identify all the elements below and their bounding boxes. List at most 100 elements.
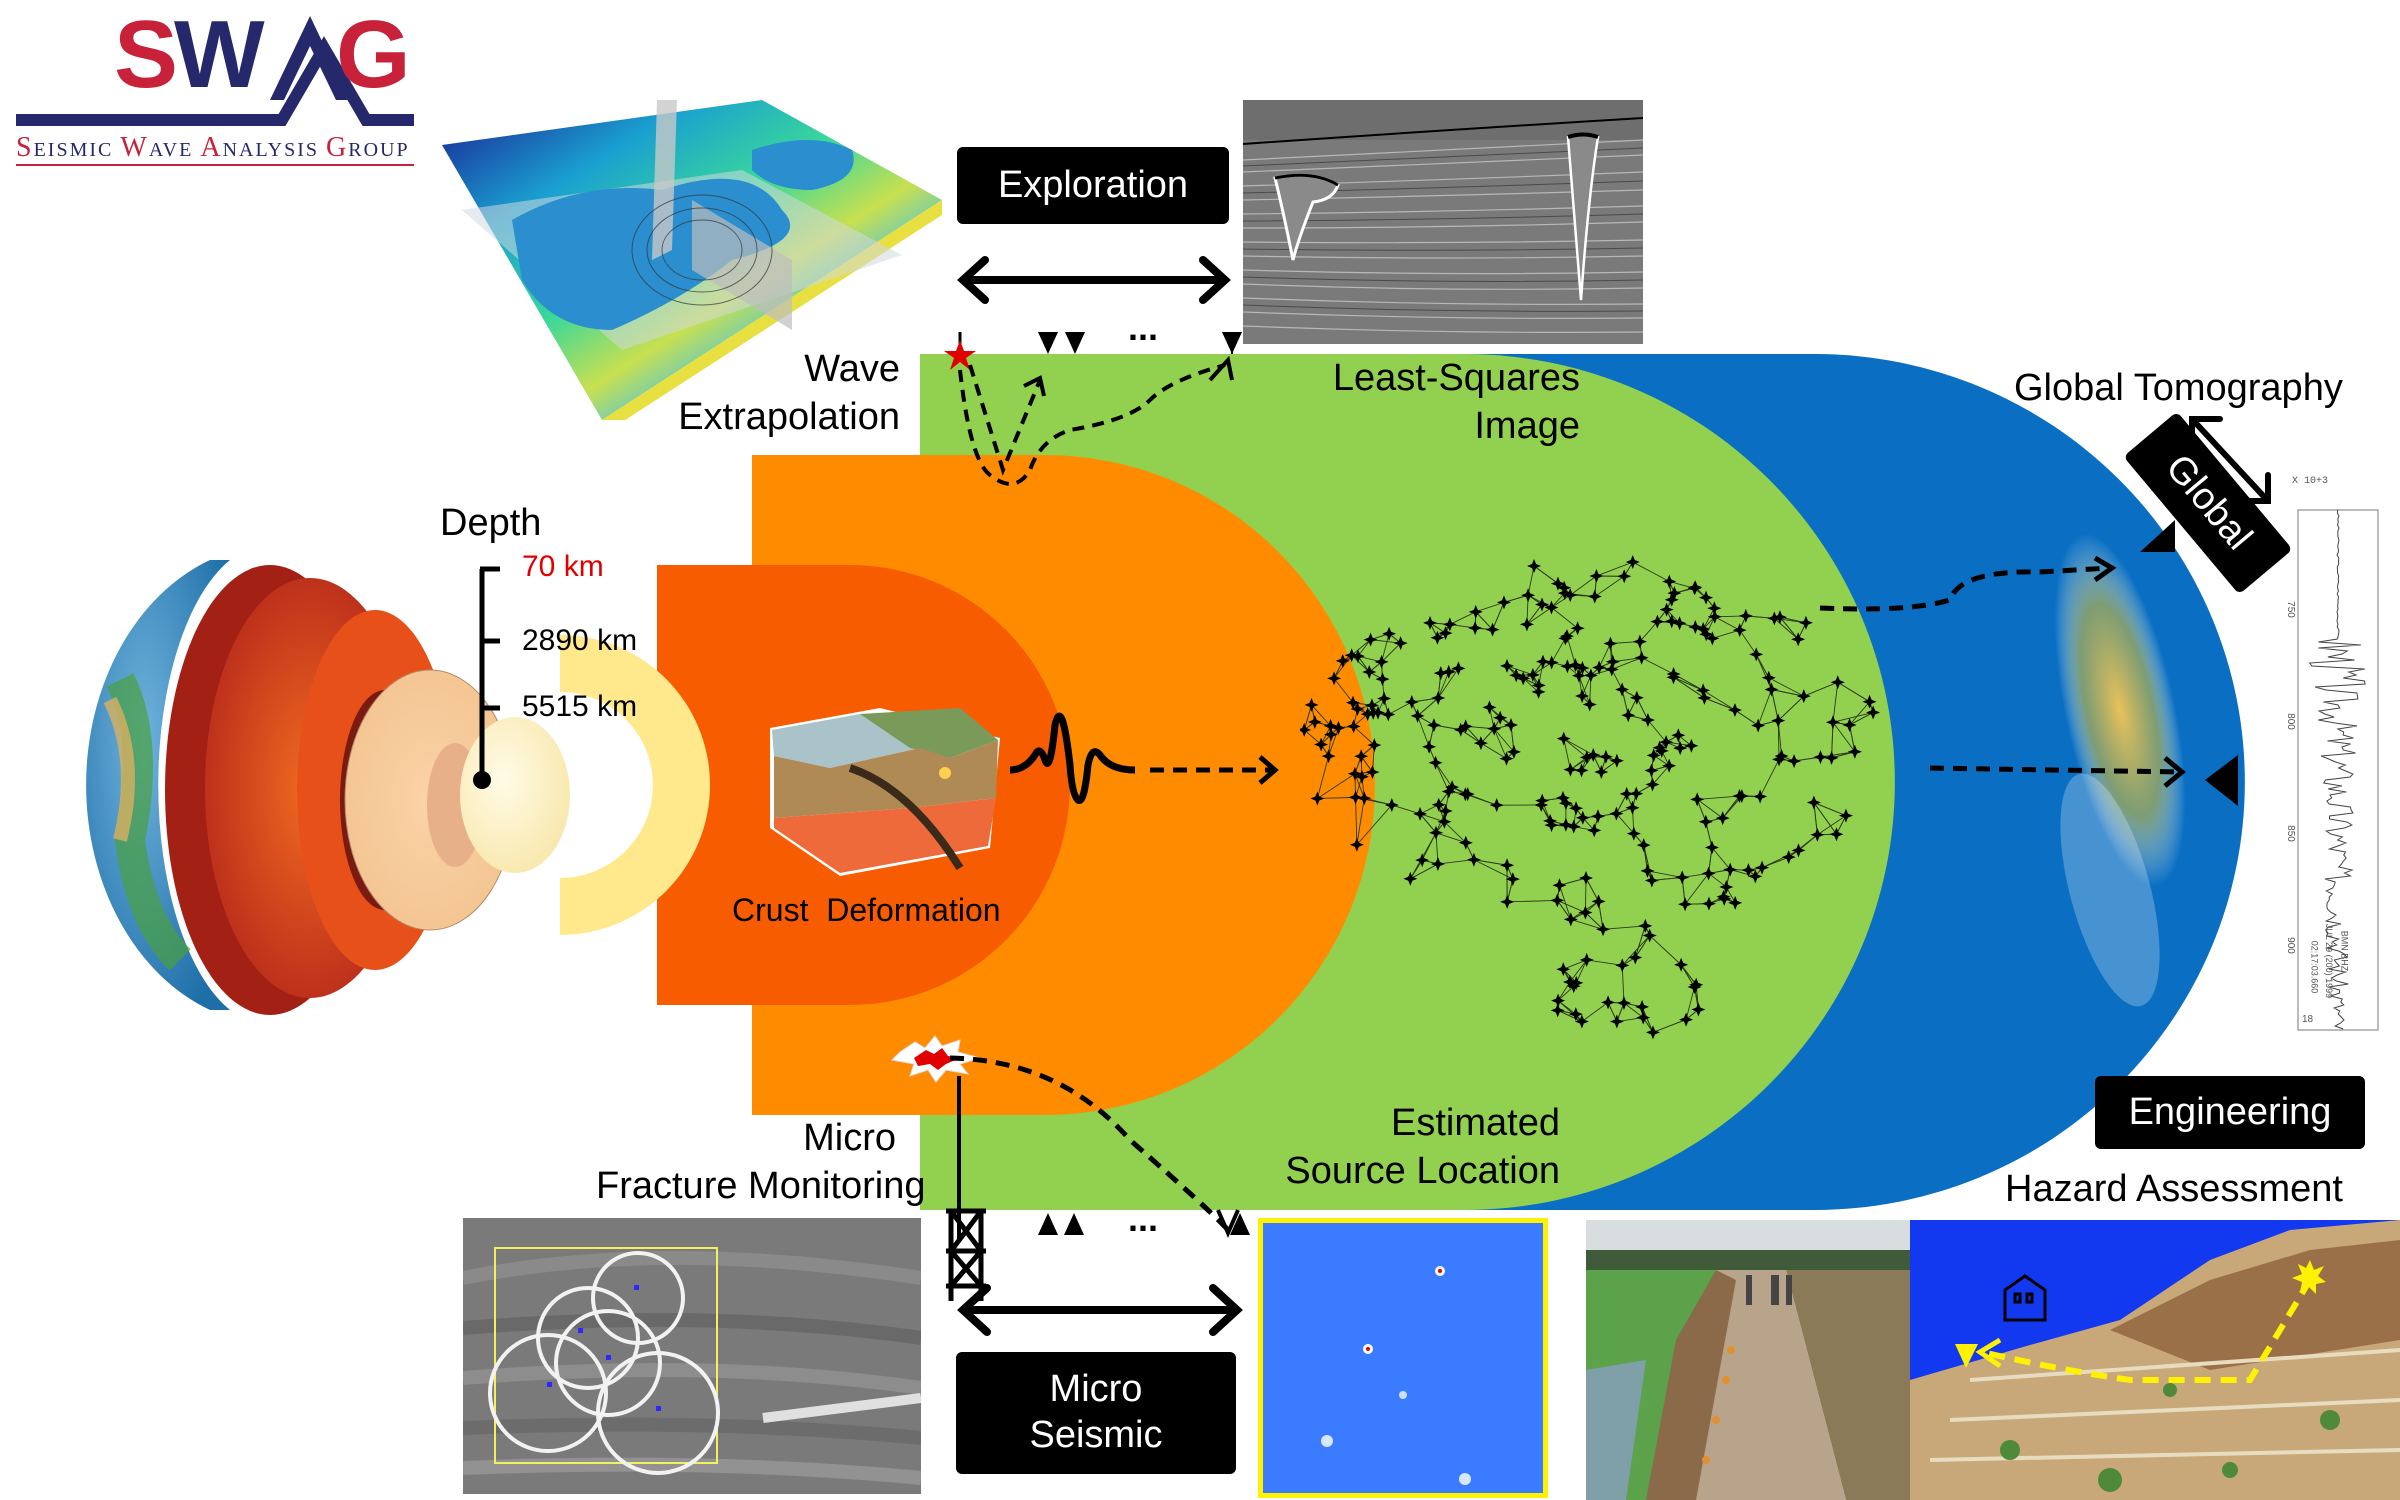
brain-node: [1716, 889, 1731, 904]
brain-node: [1678, 897, 1693, 912]
earth-inner-core: [460, 717, 570, 873]
brain-node: [1354, 749, 1369, 764]
brain-node: [1535, 654, 1550, 669]
subtitle-word-seismic: SEISMIC: [16, 132, 114, 163]
brain-node: [1772, 752, 1787, 767]
brain-node: [1675, 870, 1690, 885]
hazard-cliff-photo: [1910, 1220, 2400, 1500]
brain-node: [1787, 754, 1802, 769]
brain-node: [1487, 721, 1502, 736]
brain-node: [1300, 722, 1312, 737]
brain-node: [1535, 793, 1550, 808]
borehole-tower-icon: [946, 1208, 986, 1301]
hazard-receiver-icon: [1955, 1344, 1978, 1368]
brain-node: [1451, 661, 1466, 676]
brain-node: [1485, 622, 1500, 637]
brain-node: [1596, 922, 1611, 937]
brain-node: [1615, 682, 1630, 697]
brain-node: [1629, 690, 1644, 705]
brain-node: [1570, 621, 1585, 636]
brain-node: [1738, 608, 1753, 623]
brain-node: [1645, 1025, 1660, 1040]
least-squares-line1: Least-Squares: [1332, 357, 1580, 399]
brain-node: [1500, 894, 1515, 909]
seismogram-time: 02:17:03.660: [2309, 940, 2320, 994]
brain-node: [1749, 647, 1764, 662]
wave-extrapolation-line2: Extrapolation: [678, 395, 900, 438]
brain-node: [1431, 797, 1446, 812]
brain-node: [1509, 668, 1524, 683]
brain-node: [1609, 1014, 1624, 1029]
brain-node: [1555, 790, 1570, 805]
subtitle-word-group: GROUP: [326, 132, 410, 163]
brain-node: [1619, 786, 1634, 801]
brain-node: [1719, 879, 1734, 894]
micro-fracture-line2: Fracture Monitoring: [596, 1164, 926, 1207]
seismogram-tick-900: 900: [2284, 937, 2296, 954]
brain-node: [1701, 866, 1716, 881]
brain-node: [1438, 803, 1453, 818]
logo-letter-w: W: [174, 1, 265, 108]
brain-node: [1842, 717, 1857, 732]
brain-node: [1568, 657, 1583, 672]
global-raypaths: [1819, 555, 2186, 788]
brain-node: [1679, 1012, 1694, 1027]
brain-node: [1551, 993, 1566, 1008]
brain-node: [1748, 869, 1763, 884]
brain-node: [1362, 664, 1377, 679]
brain-node: [1550, 1003, 1565, 1018]
brain-node: [1453, 722, 1468, 737]
brain-node: [1384, 797, 1399, 812]
seismogram-trace: [2297, 509, 2379, 1031]
brain-node: [1644, 873, 1659, 888]
brain-node: [1438, 626, 1453, 641]
brain-node: [1583, 668, 1598, 683]
global-receiver-upper-icon: [2140, 520, 2175, 552]
seismogram-scale-label: X 10+3: [2292, 476, 2329, 487]
brain-node: [1688, 620, 1703, 635]
brain-node: [1370, 705, 1385, 720]
depth-tick-70km: 70 km: [522, 550, 604, 583]
receiver-icon: [1064, 1213, 1084, 1235]
brain-node: [1774, 749, 1789, 764]
brain-node: [1578, 905, 1593, 920]
brain-node: [1568, 1007, 1583, 1022]
brain-node: [1697, 690, 1712, 705]
brain-node: [1505, 872, 1520, 887]
brain-node: [1791, 843, 1806, 858]
brain-node: [1628, 950, 1643, 965]
brain-node: [1645, 777, 1660, 792]
brain-node: [1375, 672, 1390, 687]
brain-node: [1847, 744, 1862, 759]
seismogram-tick-850: 850: [2284, 825, 2296, 842]
brain-node: [1640, 863, 1655, 878]
brain-node: [1558, 631, 1573, 646]
brain-node: [1426, 718, 1441, 733]
brain-node: [1519, 617, 1534, 632]
brain-node: [1589, 569, 1604, 584]
brain-node: [1527, 558, 1542, 573]
neural-network-brain: [1300, 555, 1881, 1040]
brain-node: [1430, 630, 1445, 645]
seismogram-tick-750: 750: [2284, 601, 2296, 618]
brain-node: [1764, 682, 1779, 697]
brain-node: [1489, 798, 1504, 813]
brain-node: [1348, 790, 1363, 805]
depth-scale-bar: [473, 566, 500, 789]
brain-node: [1664, 614, 1679, 629]
brain-node: [1772, 610, 1787, 625]
seismogram-corner: 18: [2302, 1014, 2314, 1025]
brain-node: [1594, 765, 1609, 780]
brain-node: [1662, 574, 1677, 589]
seismogram-tick-800: 800: [2284, 713, 2296, 730]
brain-node: [1413, 806, 1428, 821]
brain-node: [1635, 999, 1650, 1014]
brain-node: [1586, 747, 1601, 762]
brain-node: [1550, 576, 1565, 591]
earth-cutaway-illustration: [86, 560, 570, 1015]
brain-node: [1404, 695, 1419, 710]
brain-node: [1698, 814, 1713, 829]
brain-node: [1323, 718, 1338, 733]
brain-node: [1575, 689, 1590, 704]
brain-node: [1525, 667, 1540, 682]
